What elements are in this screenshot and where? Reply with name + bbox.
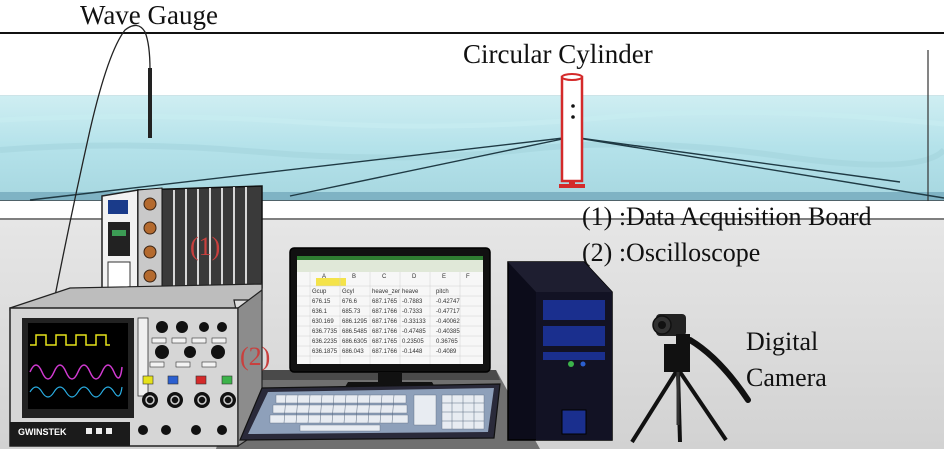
mooring-lines	[29, 136, 944, 201]
sheet-col-c: C	[382, 274, 387, 280]
circular-cylinder-label: Circular Cylinder	[463, 39, 653, 69]
sheet-header-4: pitch	[436, 289, 449, 295]
keyboard	[239, 383, 501, 441]
sheet-col-e: E	[442, 274, 447, 280]
sheet-col-a: A	[322, 274, 327, 280]
monitor	[289, 247, 491, 392]
marker-oscilloscope: (2)	[240, 342, 271, 371]
sheet-header-2: heave_zer	[372, 289, 401, 295]
legend-data-acquisition: (1) :Data Acquisition Board	[582, 202, 872, 231]
sheet-cell: -0.7333	[402, 309, 423, 315]
wave-gauge	[54, 24, 152, 297]
sheet-cell: -0.40385	[436, 329, 460, 335]
digital-camera-label-line1: Digital	[746, 327, 819, 356]
sheet-header-0: Gcup	[312, 289, 327, 295]
sheet-cell: 686.5485	[342, 329, 368, 335]
sheet-cell: 630.169	[312, 319, 334, 325]
sheet-cell: 687.1766	[372, 349, 398, 355]
sheet-cell: 687.1766	[372, 319, 398, 325]
sheet-col-f: F	[466, 274, 470, 280]
sheet-cell: 636.7735	[312, 329, 338, 335]
sheet-cell: -0.47485	[402, 329, 426, 335]
sheet-cell: 686.1295	[342, 319, 368, 325]
sheet-cell: -0.40062	[436, 319, 460, 325]
digital-camera	[630, 314, 751, 444]
wave-gauge-label: Wave Gauge	[80, 0, 219, 30]
sheet-cell: 0.36765	[436, 339, 458, 345]
sheet-cell: 685.73	[342, 309, 361, 315]
sheet-cell: -0.4089	[436, 349, 457, 355]
sheet-cell: 687.1765	[372, 299, 398, 305]
sheet-cell: 636.2235	[312, 339, 338, 345]
oscilloscope-brand: GWINSTEK	[18, 427, 67, 437]
sheet-cell: 0.23505	[402, 339, 424, 345]
marker-data-acquisition: (1)	[190, 232, 221, 261]
sheet-cell: 686.043	[342, 349, 364, 355]
sheet-header-1: Gcyl	[342, 289, 354, 295]
oscilloscope	[9, 283, 263, 448]
sheet-col-b: B	[352, 274, 357, 280]
sheet-cell: -0.1448	[402, 349, 423, 355]
sheet-cell: 687.1765	[372, 339, 398, 345]
sheet-header-3: heave	[402, 289, 419, 295]
digital-camera-label-line2: Camera	[746, 363, 827, 392]
pc-tower	[507, 261, 613, 441]
sheet-cell: -0.47717	[436, 309, 460, 315]
sheet-cell: 686.6305	[342, 339, 368, 345]
sheet-cell: 636.1875	[312, 349, 338, 355]
circular-cylinder	[559, 73, 585, 188]
sheet-cell: -0.7883	[402, 299, 423, 305]
sheet-cell: 687.1766	[372, 309, 398, 315]
sheet-cell: 687.1766	[372, 329, 398, 335]
sheet-cell: 636.1	[312, 309, 328, 315]
sheet-cell: -0.33133	[402, 319, 426, 325]
sheet-cell: 676.15	[312, 299, 331, 305]
sheet-cell: 676.6	[342, 299, 358, 305]
sheet-cell: -0.42747	[436, 299, 460, 305]
sheet-col-d: D	[412, 274, 417, 280]
legend-oscilloscope: (2) :Oscilloscope	[582, 238, 761, 267]
data-acquisition-board	[101, 185, 263, 303]
